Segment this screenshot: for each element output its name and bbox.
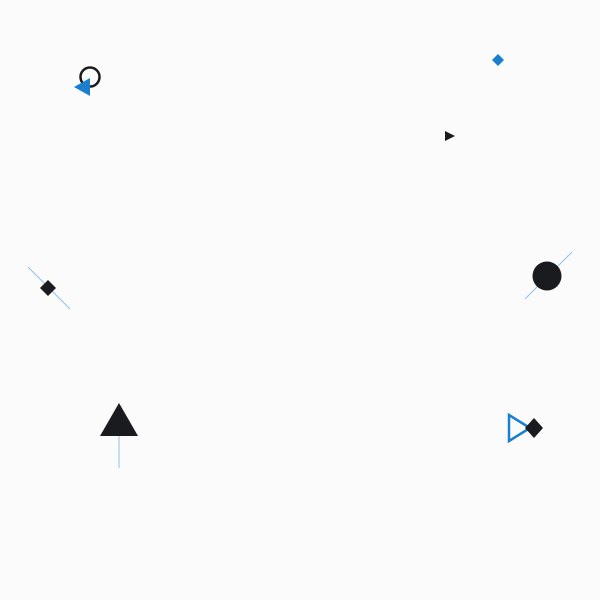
diamond-top-right <box>492 54 504 66</box>
triangle-right-small <box>445 131 455 141</box>
triangle-up-bottom-left <box>100 403 138 436</box>
triangle-right-outline <box>507 412 533 444</box>
circle-right <box>532 261 562 291</box>
diamond-left <box>40 280 56 296</box>
diamond-bottom-right <box>525 418 543 438</box>
triangle-left-top-left <box>74 78 90 96</box>
